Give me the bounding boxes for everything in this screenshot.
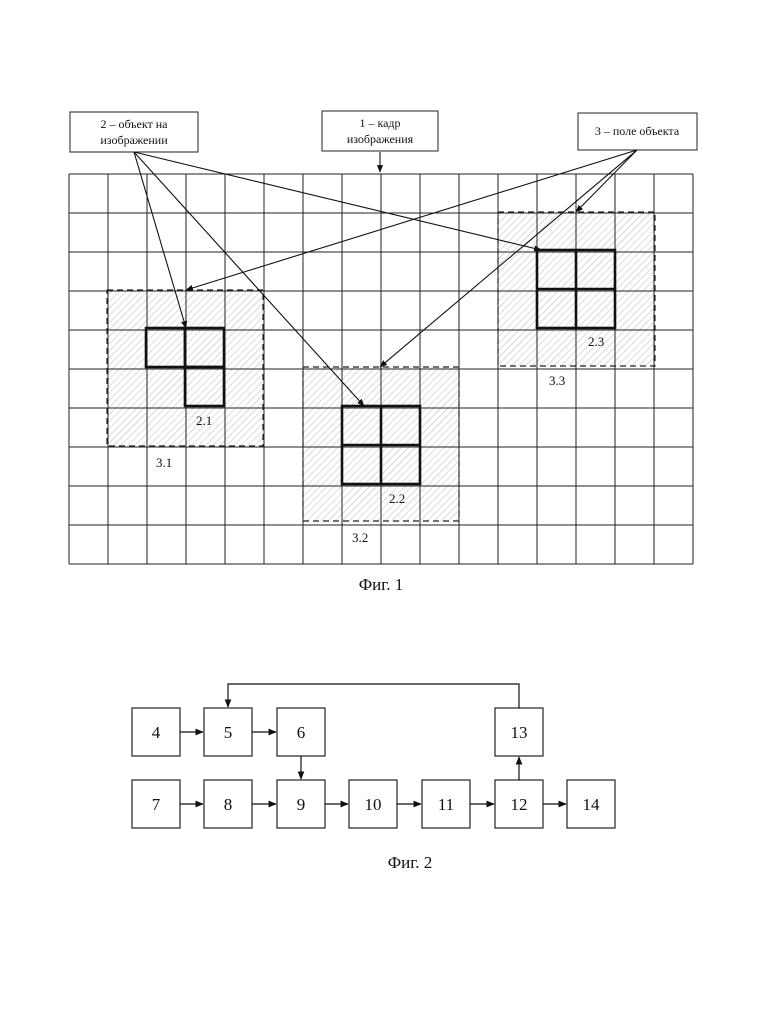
arrow-13-5-feedback <box>228 684 519 708</box>
block-13-label: 13 <box>511 723 528 742</box>
callout-object-line1: 2 – объект на <box>100 117 168 131</box>
block-4-label: 4 <box>152 723 161 742</box>
label-3-2: 3.2 <box>352 530 368 545</box>
block-12-label: 12 <box>511 795 528 814</box>
block-9-label: 9 <box>297 795 306 814</box>
label-3-1: 3.1 <box>156 455 172 470</box>
block-14-label: 14 <box>583 795 601 814</box>
callout-object-line2: изображении <box>100 133 168 147</box>
label-2-2: 2.2 <box>389 491 405 506</box>
block-8-label: 8 <box>224 795 233 814</box>
figure-2-caption: Фиг. 2 <box>388 853 433 872</box>
label-3-3: 3.3 <box>549 373 565 388</box>
figure-1: 2 – объект на изображении 1 – кадр изобр… <box>69 111 697 594</box>
block-11-label: 11 <box>438 795 454 814</box>
label-2-1: 2.1 <box>196 413 212 428</box>
label-2-3: 2.3 <box>588 334 604 349</box>
figure-2: 4 5 6 13 7 8 9 10 11 12 14 Фиг. 2 <box>132 684 615 872</box>
callout-frame-line1: 1 – кадр <box>359 116 400 130</box>
callout-frame-line2: изображения <box>347 132 414 146</box>
block-6-label: 6 <box>297 723 306 742</box>
block-7-label: 7 <box>152 795 161 814</box>
block-5-label: 5 <box>224 723 233 742</box>
block-10-label: 10 <box>365 795 382 814</box>
figure-1-caption: Фиг. 1 <box>359 575 404 594</box>
callout-field-line1: 3 – поле объекта <box>595 124 680 138</box>
